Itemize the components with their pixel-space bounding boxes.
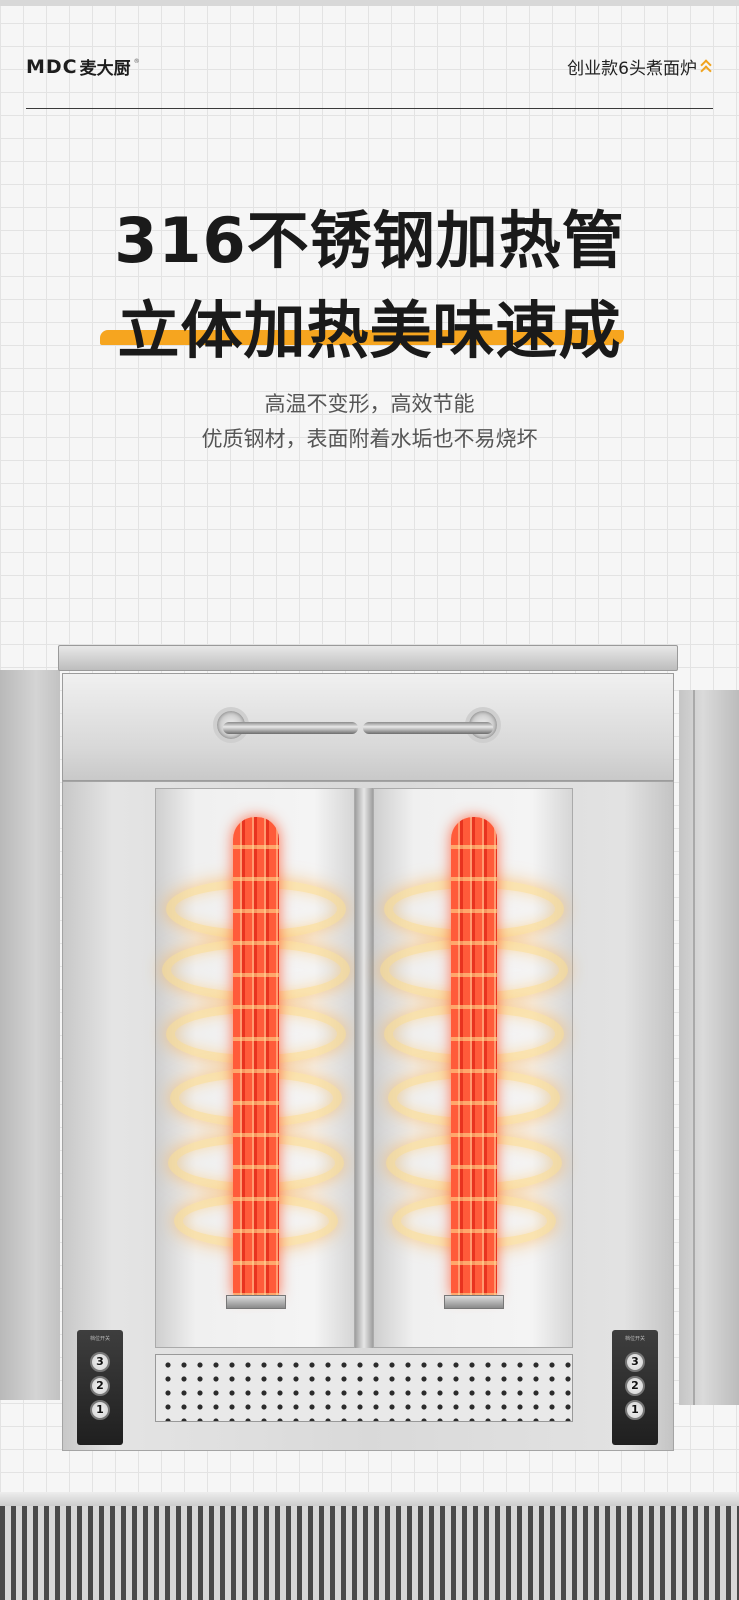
tank-right: [373, 788, 573, 1348]
header-divider: [26, 108, 713, 109]
tube-base-left: [226, 1295, 286, 1309]
heating-tube-right: [451, 817, 497, 1297]
level-switch-2[interactable]: 2: [90, 1376, 110, 1396]
drawer-handle-right: [363, 722, 493, 734]
boiler-cabinet: [62, 781, 674, 1451]
headline-highlight: [100, 330, 624, 345]
tube-base-right: [444, 1295, 504, 1309]
level-switch-3[interactable]: 3: [90, 1352, 110, 1372]
headline-line-1: 316不锈钢加热管: [114, 204, 625, 277]
level-switch-2[interactable]: 2: [625, 1376, 645, 1396]
adjacent-cabinet-right: [679, 690, 739, 1405]
level-switch-1[interactable]: 1: [625, 1400, 645, 1420]
model-title-text: 创业款6头煮面炉: [567, 59, 697, 79]
brand-logo-latin: MDC: [26, 55, 78, 78]
product-image: [0, 640, 739, 1600]
level-switch-1[interactable]: 1: [90, 1400, 110, 1420]
drawer-panel: [62, 673, 674, 781]
drawer-handle-left: [223, 722, 358, 734]
floor-grate: [0, 1492, 739, 1600]
level-switch-3[interactable]: 3: [625, 1352, 645, 1372]
control-panel-left: 档位开关 3 2 1: [77, 1330, 123, 1445]
heating-tube-left: [233, 817, 279, 1297]
control-panel-right: 档位开关 3 2 1: [612, 1330, 658, 1445]
registered-mark: ®: [133, 58, 140, 65]
tank-divider: [355, 788, 373, 1348]
adjacent-cabinet-left: [0, 670, 60, 1400]
vent-grille: [155, 1354, 573, 1422]
counter-top: [58, 645, 678, 671]
headline-line-2: 立体加热美味速成: [117, 294, 622, 367]
brand-logo-chinese: 麦大厨: [79, 59, 131, 79]
control-panel-label: 档位开关: [624, 1336, 645, 1342]
control-panel-label: 档位开关: [89, 1336, 110, 1342]
brand-logo: MDC 麦大厨 ®: [26, 54, 140, 80]
model-title: 创业款6头煮面炉: [567, 54, 713, 79]
subtitle-line-2: 优质钢材，表面附着水垢也不易烧坏: [201, 427, 538, 451]
double-chevron-up-icon: [700, 58, 713, 77]
tank-left: [155, 788, 355, 1348]
subtitle-line-1: 高温不变形，高效节能: [264, 392, 475, 416]
